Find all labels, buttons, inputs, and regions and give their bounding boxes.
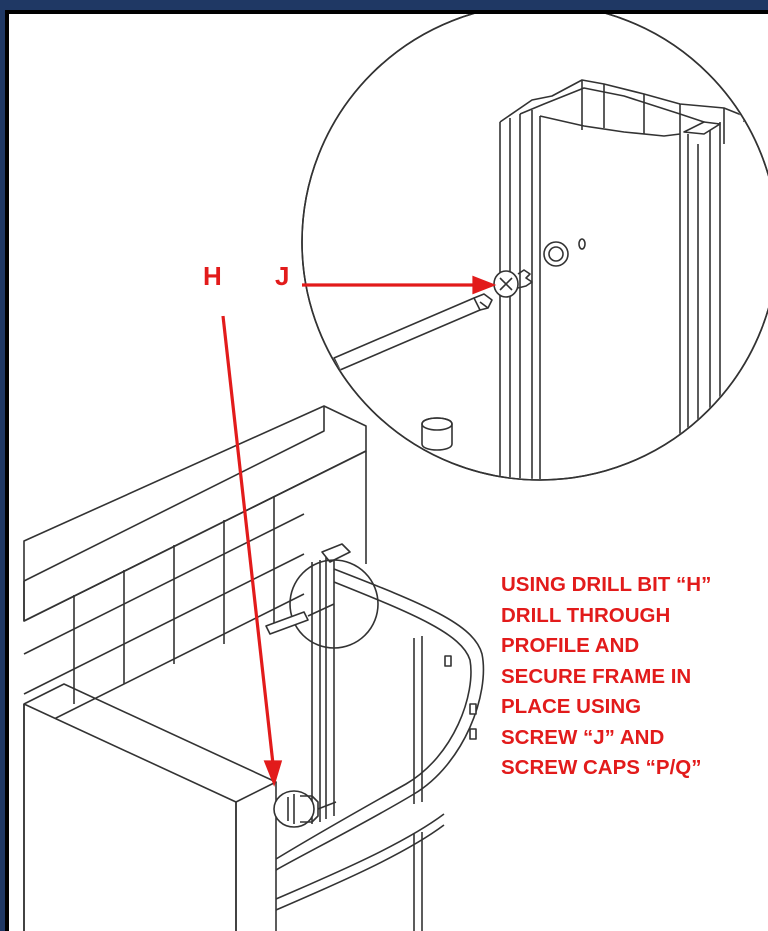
instruction-line: SCREW CAPS “P/Q”	[501, 756, 702, 779]
arrow-h-head	[263, 760, 283, 787]
diagram-canvas: H J USING DRILL BIT “H” DRILL THROUGH PR…	[5, 10, 768, 931]
small-drill	[265, 603, 335, 635]
power-drill	[273, 790, 337, 828]
tiled-wall	[23, 405, 367, 931]
instruction-text: USING DRILL BIT “H” DRILL THROUGH PROFIL…	[501, 570, 768, 784]
instruction-line: SCREW “J” AND	[501, 725, 665, 749]
instruction-line: PLACE USING	[501, 695, 642, 718]
diagram-linework	[23, 14, 768, 931]
arrow-j-head	[472, 275, 497, 295]
callout-h: H	[203, 261, 222, 291]
annotation-arrows	[221, 275, 497, 787]
instruction-line: PROFILE AND	[501, 634, 640, 657]
shower-frame	[275, 543, 485, 931]
screw-j	[493, 269, 533, 298]
detail-marker-circle	[289, 559, 379, 649]
instruction-line: SECURE FRAME IN	[501, 664, 692, 688]
callout-j: J	[275, 261, 290, 291]
instruction-line: USING DRILL BIT “H”	[501, 573, 712, 596]
instruction-line: DRILL THROUGH	[501, 603, 671, 627]
screw-cap	[421, 417, 453, 451]
arrow-h	[221, 315, 275, 765]
magnified-detail	[301, 14, 768, 481]
